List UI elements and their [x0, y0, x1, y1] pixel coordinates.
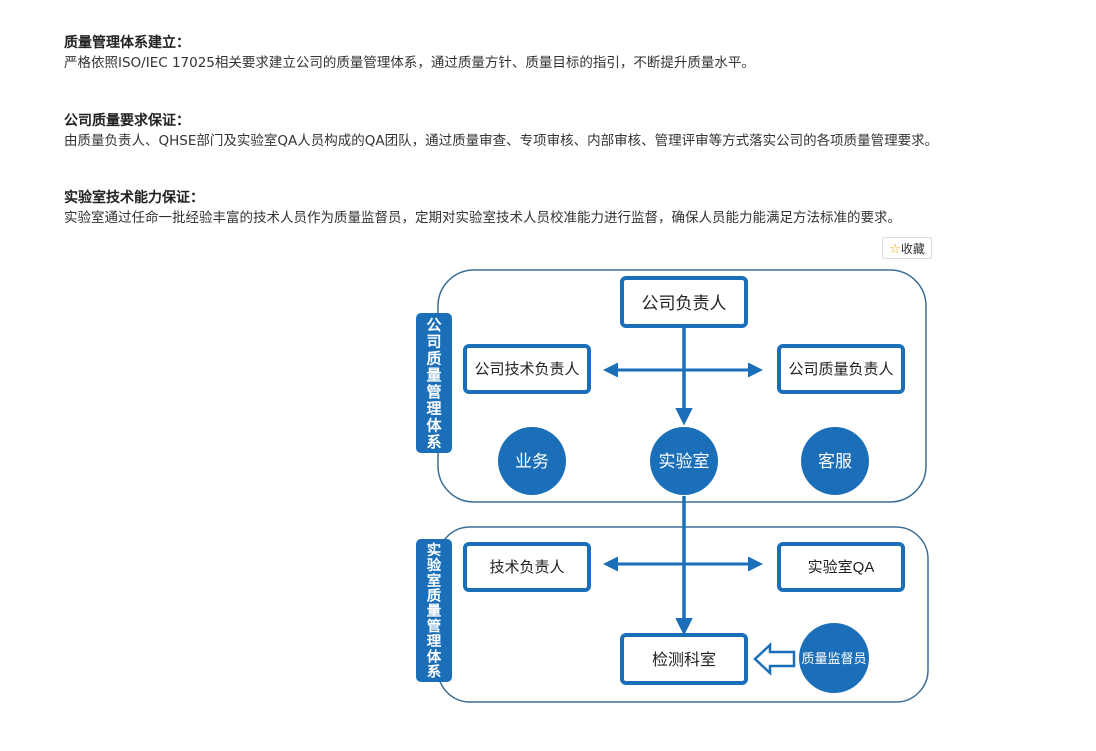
lab-qa-box: [777, 542, 905, 592]
vertical-label-char: 质: [427, 586, 442, 604]
vertical-label-char: 量: [427, 603, 442, 620]
company-head-box: [620, 276, 748, 328]
lab-tech-head-label: 技术负责人: [489, 559, 564, 576]
section-heading: 质量管理体系建立：: [64, 35, 190, 51]
favorite-label: 收藏: [900, 242, 925, 256]
lab-qa-label: 实验室QA: [808, 559, 875, 576]
section-heading: 实验室技术能力保证：: [64, 190, 204, 206]
vertical-label-char: 实: [427, 541, 441, 559]
vertical-label-char: 司: [426, 334, 441, 351]
company-quality-head-label: 公司质量负责人: [788, 361, 893, 378]
company-system-label-box: [416, 313, 452, 453]
section-body: 实验室通过任命一批经验丰富的技术人员作为质量监督员，定期对实验室技术人员校准能力…: [64, 210, 901, 226]
supervisor-circle: [799, 623, 869, 693]
vertical-label-char: 管: [427, 617, 441, 635]
company-tech-head-box: [463, 344, 591, 394]
vertical-label-char: 质: [426, 349, 441, 367]
section-company-quality: 公司质量要求保证： 由质量负责人、QHSE部门及实验室QA人员构成的QA团队，通…: [64, 111, 1074, 151]
section-quality-system: 质量管理体系建立： 严格依照ISO/IEC 17025相关要求建立公司的质量管理…: [64, 33, 1074, 73]
vertical-label-char: 室: [427, 571, 441, 589]
lab-tech-head-box: [463, 542, 591, 592]
vertical-label-char: 公: [426, 317, 441, 334]
company-head-label: 公司负责人: [642, 294, 727, 313]
lab-circle: [650, 427, 718, 495]
business-label: 业务: [515, 452, 549, 471]
section-body: 严格依照ISO/IEC 17025相关要求建立公司的质量管理体系，通过质量方针、…: [64, 55, 755, 71]
lab-label: 实验室: [659, 452, 710, 471]
lab-system-label-box: [416, 539, 452, 682]
vertical-label-char: 量: [426, 367, 441, 384]
vertical-label-char: 体: [427, 647, 442, 665]
company-quality-head-box: [777, 344, 905, 394]
vertical-label-char: 系: [427, 664, 441, 681]
testing-dept-box: [620, 633, 748, 685]
customer-service-label: 客服: [818, 452, 852, 471]
vertical-label-char: 理: [427, 633, 442, 650]
business-circle: [498, 427, 566, 495]
vertical-label-char: 验: [427, 556, 442, 574]
company-tech-head-label: 公司技术负责人: [474, 361, 579, 378]
supervisor-label: 质量监督员: [801, 651, 866, 666]
vertical-label-char: 管: [426, 383, 441, 401]
section-body: 由质量负责人、QHSE部门及实验室QA人员构成的QA团队，通过质量审查、专项审核…: [64, 133, 939, 149]
vertical-label-char: 体: [426, 416, 442, 434]
vertical-label-char: 理: [426, 401, 441, 418]
section-heading: 公司质量要求保证：: [64, 113, 190, 129]
customer-service-circle: [801, 427, 869, 495]
favorite-button[interactable]: ☆收藏: [882, 237, 932, 259]
testing-dept-label: 检测科室: [652, 651, 716, 669]
section-lab-capability: 实验室技术能力保证： 实验室通过任命一批经验丰富的技术人员作为质量监督员，定期对…: [64, 188, 1074, 228]
vertical-label-char: 系: [426, 434, 441, 451]
hollow-arrow-icon: [753, 642, 796, 676]
star-icon: ☆: [889, 242, 901, 257]
